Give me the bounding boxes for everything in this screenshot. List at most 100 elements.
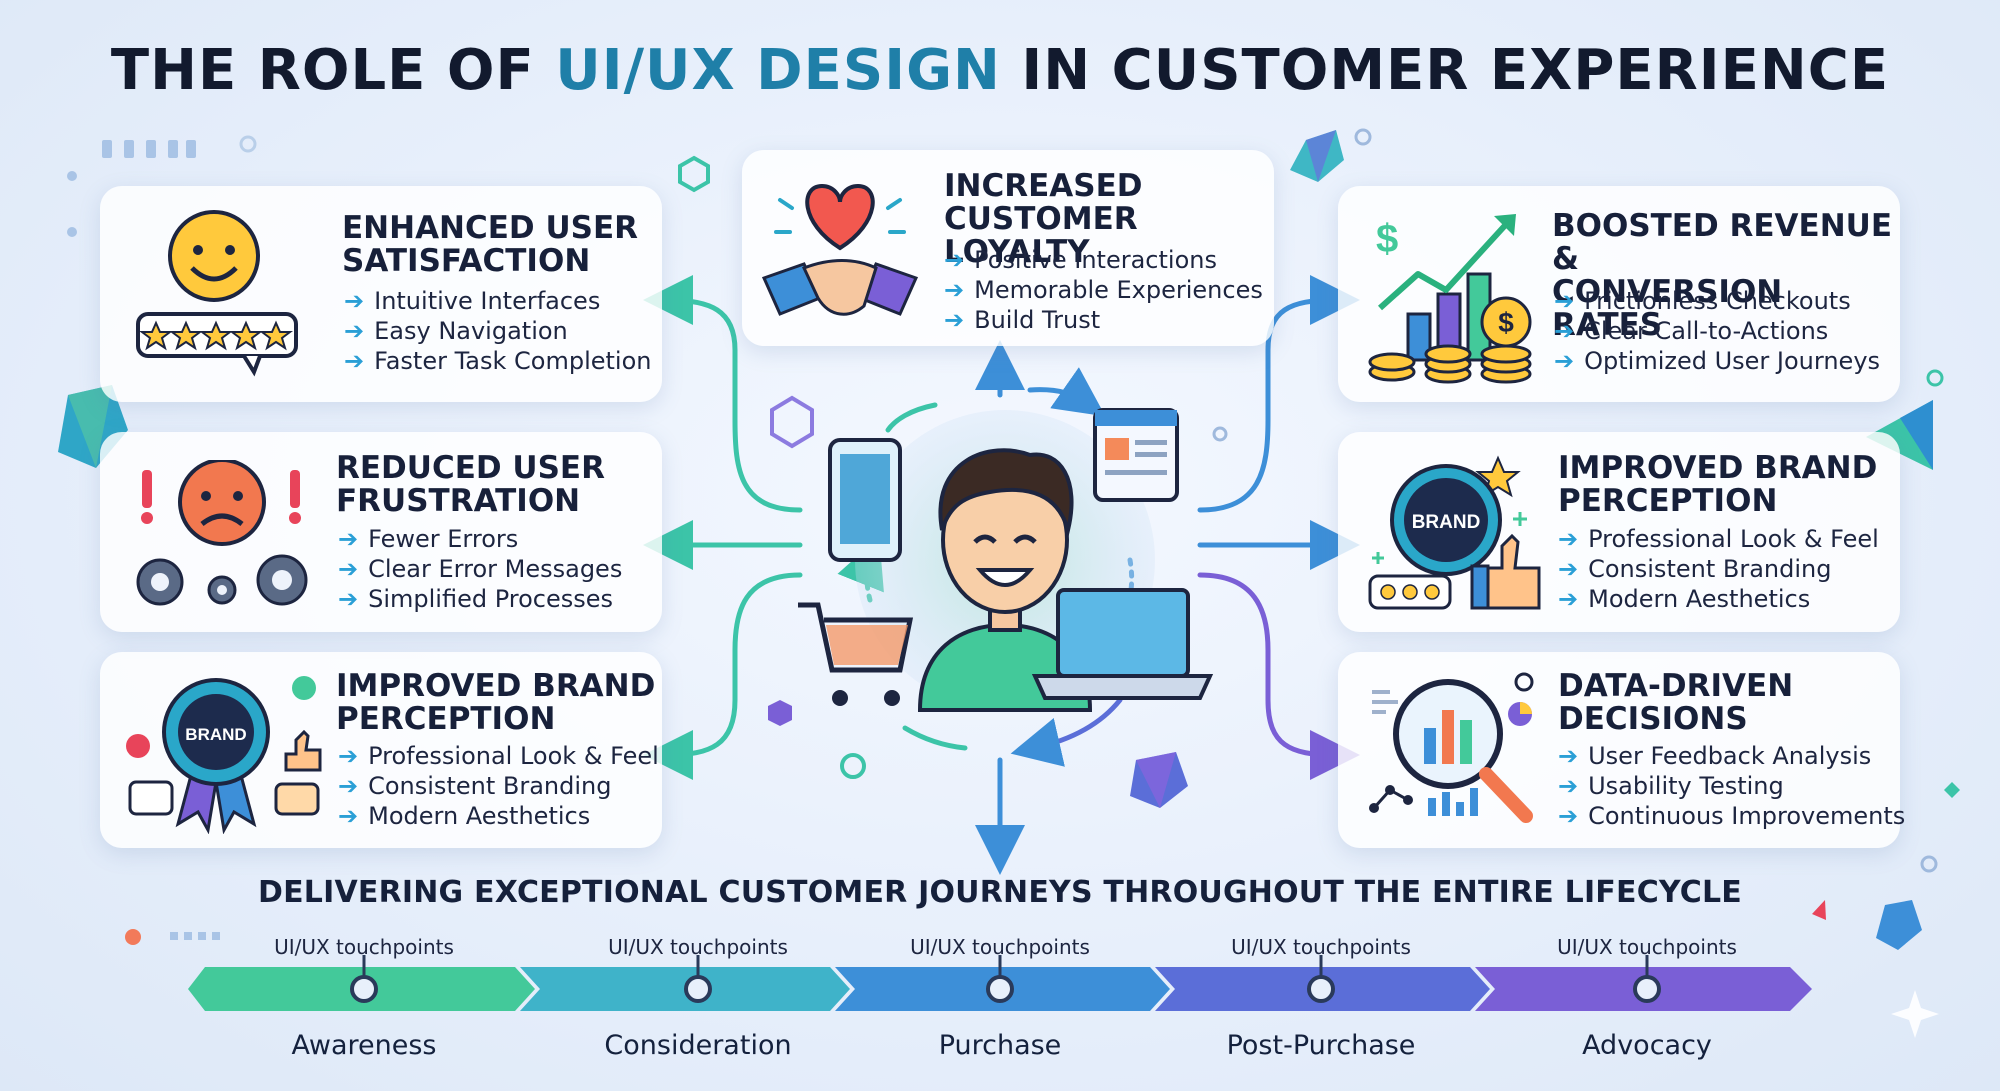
heart-handshake-icon — [760, 168, 920, 332]
arrow-icon: ➔ — [1554, 287, 1575, 315]
list-item: ➔Optimized User Journeys — [1554, 347, 1881, 375]
arrow-icon: ➔ — [1558, 802, 1579, 830]
card-title: BOOSTED REVENUE &CONVERSION RATES — [1552, 210, 1900, 342]
svg-text:$: $ — [1498, 307, 1514, 338]
arrow-icon: ➔ — [344, 317, 365, 345]
arrow-icon: ➔ — [344, 287, 365, 315]
card-title-line2: DECISIONS — [1558, 701, 1748, 737]
svg-text:$: $ — [1376, 217, 1398, 261]
list-item: ➔Easy Navigation — [344, 317, 568, 345]
benefit-list: ➔Fewer Errors ➔Clear Error Messages ➔Sim… — [338, 524, 622, 614]
card-title-line2: CUSTOMER LOYALTY — [944, 201, 1138, 270]
card-title-line2: PERCEPTION — [336, 701, 556, 737]
stage-label-awareness: Awareness — [291, 1030, 437, 1061]
list-item: ➔Professional Look & Feel — [1558, 525, 1879, 553]
smiley-face-rating-icon — [134, 208, 304, 382]
list-item: ➔User Feedback Analysis — [1558, 742, 1872, 770]
list-item: ➔Clear Call-to-Actions — [1554, 317, 1829, 345]
arrow-icon: ➔ — [338, 742, 359, 770]
list-item: ➔Faster Task Completion — [344, 347, 652, 375]
list-item: ➔Simplified Processes — [338, 585, 614, 613]
arrow-icon: ➔ — [944, 276, 965, 304]
benefit-list: ➔Positive Interactions ➔Memorable Experi… — [944, 245, 1263, 335]
card-title-line1: IMPROVED BRAND — [336, 668, 656, 704]
journey-heading: DELIVERING EXCEPTIONAL CUSTOMER JOURNEYS… — [257, 875, 1742, 910]
arrow-icon: ➔ — [1558, 742, 1579, 770]
arrow-icon: ➔ — [344, 347, 365, 375]
card-title-line1: IMPROVED BRAND — [1558, 450, 1878, 486]
list-item: ➔Memorable Experiences — [944, 276, 1263, 304]
list-item: ➔Professional Look & Feel — [338, 742, 659, 770]
arrow-icon: ➔ — [1558, 525, 1579, 553]
card-title-line2: PERCEPTION — [1558, 483, 1778, 519]
touchpoint-marker — [350, 975, 378, 1003]
stage-label-advocacy: Advocacy — [1582, 1030, 1712, 1061]
title-accent: UI/UX DESIGN — [555, 38, 1001, 103]
arrow-icon: ➔ — [338, 772, 359, 800]
card-title-line2: FRUSTRATION — [336, 483, 581, 519]
card-boosted-revenue: $ $ BOOSTED REVENUE &CONVERSION RATES ➔F… — [1338, 186, 1900, 402]
list-item: ➔Frictionless Checkouts — [1554, 287, 1851, 315]
touchpoint-marker — [1307, 975, 1335, 1003]
benefit-list: ➔Intuitive Interfaces ➔Easy Navigation ➔… — [344, 286, 651, 376]
benefit-list: ➔Professional Look & Feel ➔Consistent Br… — [338, 741, 659, 831]
arrow-icon: ➔ — [944, 246, 965, 274]
frowning-face-gears-icon — [130, 458, 320, 624]
card-title-line2: CONVERSION RATES — [1552, 274, 1783, 343]
benefit-list: ➔Frictionless Checkouts ➔Clear Call-to-A… — [1554, 286, 1880, 376]
list-item: ➔Consistent Branding — [1558, 555, 1832, 583]
center-user-illustration — [790, 380, 1230, 740]
list-item: ➔Usability Testing — [1558, 772, 1784, 800]
journey-timeline — [188, 955, 1812, 1011]
magnifier-analytics-icon — [1368, 670, 1548, 834]
list-item: ➔Fewer Errors — [338, 525, 519, 553]
arrow-icon: ➔ — [1558, 772, 1579, 800]
brand-badge-thumbs-up-icon: BRAND — [1368, 448, 1548, 622]
benefit-list: ➔User Feedback Analysis ➔Usability Testi… — [1558, 741, 1905, 831]
touchpoint-marker — [684, 975, 712, 1003]
list-item: ➔Consistent Branding — [338, 772, 612, 800]
title-suffix: IN CUSTOMER EXPERIENCE — [1000, 38, 1890, 103]
card-title-line1: INCREASED — [944, 168, 1143, 204]
arrow-icon: ➔ — [1554, 317, 1575, 345]
stage-label-post-purchase: Post-Purchase — [1226, 1030, 1416, 1061]
title-prefix: THE ROLE OF — [110, 38, 556, 103]
page-title: THE ROLE OF UI/UX DESIGN IN CUSTOMER EXP… — [0, 38, 2000, 103]
badge-text: BRAND — [185, 725, 246, 744]
badge-text: BRAND — [1412, 512, 1481, 533]
card-title-line1: DATA-DRIVEN — [1558, 668, 1794, 704]
list-item: ➔Modern Aesthetics — [1558, 585, 1811, 613]
stage-label-consideration: Consideration — [604, 1030, 792, 1061]
card-title-line2: SATISFACTION — [342, 243, 591, 279]
stage-label-purchase: Purchase — [938, 1030, 1062, 1061]
growth-chart-coins-icon: $ $ — [1368, 204, 1538, 388]
brand-badge-ribbon-icon: BRAND — [126, 674, 326, 838]
list-item: ➔Positive Interactions — [944, 246, 1217, 274]
arrow-icon: ➔ — [1554, 347, 1575, 375]
touchpoint-marker — [1633, 975, 1661, 1003]
card-title-line1: REDUCED USER — [336, 450, 605, 486]
card-title-line1: BOOSTED REVENUE & — [1552, 208, 1893, 277]
arrow-icon: ➔ — [338, 585, 359, 613]
arrow-icon: ➔ — [944, 306, 965, 334]
arrow-icon: ➔ — [1558, 585, 1579, 613]
list-item: ➔Continuous Improvements — [1558, 802, 1906, 830]
arrow-icon: ➔ — [1558, 555, 1579, 583]
touchpoint-marker — [986, 975, 1014, 1003]
list-item: ➔Build Trust — [944, 306, 1101, 334]
list-item: ➔Intuitive Interfaces — [344, 287, 601, 315]
benefit-list: ➔Professional Look & Feel ➔Consistent Br… — [1558, 524, 1879, 614]
